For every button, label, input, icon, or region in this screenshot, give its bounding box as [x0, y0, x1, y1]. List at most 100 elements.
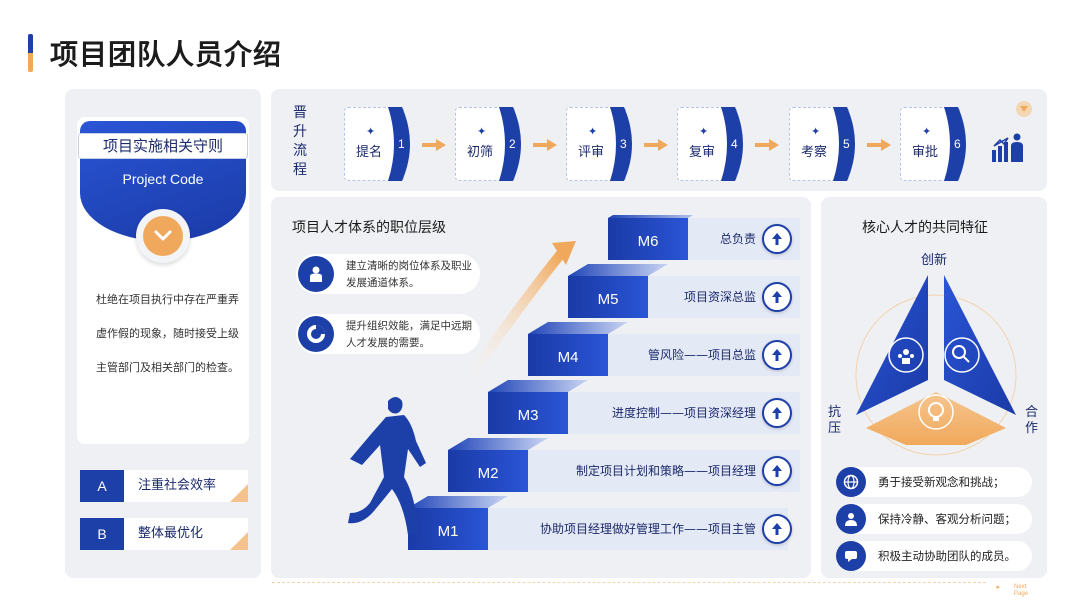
job-levels-title: 项目人才体系的职位层级 — [292, 220, 446, 236]
trait-label-left: 抗压 — [828, 405, 842, 436]
project-code-subtitle: Project Code — [122, 171, 204, 187]
step-icon: ✦ — [588, 125, 598, 138]
stair-step — [568, 276, 648, 318]
tag-a: A 注重社会效率 — [80, 470, 248, 502]
flow-step-chevron — [388, 107, 410, 181]
chat-icon — [836, 541, 866, 571]
person-icon — [298, 256, 334, 292]
flow-step-chevron — [721, 107, 743, 181]
magnifier-icon — [952, 345, 970, 363]
tag-letter: A — [80, 470, 124, 502]
flow-step-label: 提名 — [356, 145, 383, 160]
tag-text: 整体最优化 — [124, 518, 248, 550]
info-point-2: 提升组织效能，满足中远期人才发展的需要。 — [296, 314, 480, 354]
stair-step — [448, 450, 528, 492]
flow-step-number: 1 — [398, 137, 405, 151]
step-icon: ✦ — [366, 125, 376, 138]
stair-band — [648, 276, 800, 318]
flow-step-label: 考察 — [801, 145, 828, 160]
title-accent-bar — [28, 34, 33, 72]
flow-step-chevron — [610, 107, 632, 181]
stair-level-code: M3 — [518, 407, 539, 424]
tag-text: 注重社会效率 — [124, 470, 248, 502]
step-icon: ✦ — [811, 125, 821, 138]
stair-step — [408, 508, 488, 550]
chevron-down-icon — [143, 216, 183, 256]
stair-step — [608, 218, 688, 260]
stair-step — [488, 392, 568, 434]
idea-head-icon — [928, 402, 944, 421]
career-stairs: M1 M2 M3 M4 M5 M6 — [348, 215, 800, 550]
step-icon: ✦ — [699, 125, 709, 138]
level-role-text: 项目资深总监 — [683, 290, 756, 304]
tag-b: B 整体最优化 — [80, 518, 248, 550]
stair-band — [528, 450, 800, 492]
trait-label-right: 合作 — [1025, 405, 1039, 436]
level-detail-button[interactable] — [762, 514, 792, 544]
trait-item: 保持冷静、客观分析问题； — [836, 504, 1032, 534]
arrow-up-icon — [772, 291, 782, 303]
collapse-icon[interactable] — [1016, 101, 1032, 117]
stair-level-code: M4 — [558, 349, 579, 366]
next-page-icon[interactable]: ▸ — [996, 583, 1000, 591]
stair-band — [568, 392, 800, 434]
next-page-link[interactable]: Next Page — [1014, 584, 1029, 597]
trait-item: 勇于接受新观念和挑战； — [836, 467, 1032, 497]
trait-item: 积极主动协助团队的成员。 — [836, 541, 1032, 571]
level-role-text: 总负责 — [719, 232, 756, 246]
project-code-title: 项目实施相关守则 — [78, 133, 248, 159]
level-detail-button[interactable] — [762, 340, 792, 370]
arrow-up-icon — [772, 233, 782, 245]
level-role-text: 协助项目经理做好管理工作——项目主管 — [539, 522, 756, 536]
level-detail-button[interactable] — [762, 456, 792, 486]
stair-band — [488, 508, 788, 550]
level-role-text: 制定项目计划和策略——项目经理 — [575, 464, 756, 478]
flow-step-number: 2 — [509, 137, 516, 151]
stair-step — [528, 334, 608, 376]
tag-corner — [230, 484, 248, 502]
level-detail-button[interactable] — [762, 282, 792, 312]
flow-step[interactable]: ✦ 考察 5 — [789, 107, 862, 181]
step-icon: ✦ — [922, 125, 932, 138]
level-detail-button[interactable] — [762, 398, 792, 428]
trait-label-top: 创新 — [921, 253, 948, 268]
person-icon — [836, 504, 866, 534]
promotion-flow-label: 晋升流程 — [293, 105, 307, 178]
stair-level-code: M6 — [638, 233, 659, 250]
flow-step-chevron — [833, 107, 855, 181]
level-role-text: 管风险——项目总监 — [647, 348, 756, 362]
pie-chart-icon — [298, 316, 334, 352]
stair-level-code: M1 — [438, 523, 459, 540]
flow-step-number: 5 — [843, 137, 850, 151]
stair-level-code: M5 — [598, 291, 619, 308]
stair-level-code: M2 — [478, 465, 499, 482]
footer-divider — [272, 582, 986, 583]
stair-band — [608, 334, 800, 376]
traits-triangle-diagram — [855, 275, 1017, 456]
stair-top — [488, 380, 588, 392]
tag-corner — [230, 532, 248, 550]
arrow-up-icon — [772, 523, 782, 535]
stair-top — [528, 322, 628, 334]
level-detail-button[interactable] — [762, 224, 792, 254]
flow-arrow-icon — [642, 137, 668, 151]
project-code-description: 杜绝在项目执行中存在严重弄虚作假的现象，随时接受上级主管部门及相关部门的检查。 — [96, 293, 239, 374]
level-role-text: 进度控制——项目资深经理 — [611, 406, 756, 420]
flow-step[interactable]: ✦ 提名 1 — [344, 107, 417, 181]
flow-arrow-icon — [753, 137, 779, 151]
step-icon: ✦ — [477, 125, 487, 138]
flow-step-number: 3 — [620, 137, 627, 151]
growth-people-icon — [992, 132, 1024, 162]
stair-top — [568, 264, 668, 276]
page-title: 项目团队人员介绍 — [50, 38, 283, 71]
trait-item-text: 保持冷静、客观分析问题； — [878, 512, 1016, 526]
expand-button[interactable] — [136, 209, 190, 263]
arrow-up-icon — [772, 349, 782, 361]
core-traits-title: 核心人才的共同特征 — [862, 220, 988, 236]
stair-top — [448, 438, 548, 450]
info-point-text: 提升组织效能，满足中远期人才发展的需要。 — [346, 320, 472, 349]
